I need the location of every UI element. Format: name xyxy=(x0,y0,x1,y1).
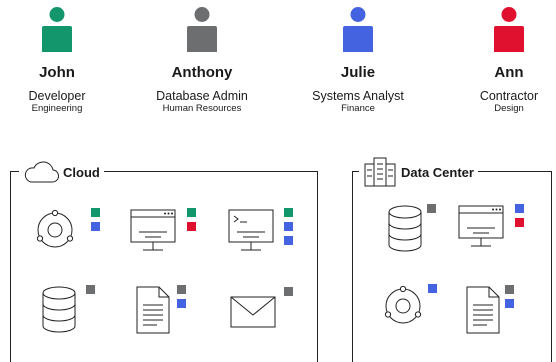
database-icon xyxy=(388,205,422,252)
access-tag xyxy=(177,285,186,294)
data-center-panel: Data Center xyxy=(352,156,552,362)
person-icon xyxy=(494,7,524,52)
dc-resource-monitor[interactable] xyxy=(457,204,537,254)
access-tag xyxy=(284,208,293,217)
document-icon xyxy=(466,286,500,334)
data-center-panel-header: Data Center xyxy=(359,156,478,188)
access-tag xyxy=(187,222,196,231)
cloud-resource-mail[interactable] xyxy=(229,285,309,335)
person-icon xyxy=(42,7,72,52)
person-role: Systems Analyst xyxy=(312,89,404,103)
person-department: Human Resources xyxy=(162,103,242,114)
access-tag xyxy=(91,222,100,231)
network-icon xyxy=(36,209,74,248)
access-tag xyxy=(427,204,436,213)
cloud-resource-document[interactable] xyxy=(135,285,215,335)
access-tag xyxy=(187,208,196,217)
person-role: Contractor xyxy=(479,89,539,103)
person-john: John Developer Engineering xyxy=(0,6,122,115)
person-role: Developer xyxy=(28,89,86,103)
person-name: Anthony xyxy=(171,64,233,81)
network-icon xyxy=(384,285,422,324)
cloud-resource-database[interactable] xyxy=(41,285,111,335)
mail-icon xyxy=(230,296,276,328)
dc-resource-database[interactable] xyxy=(387,204,457,254)
document-icon xyxy=(136,286,170,334)
access-tag xyxy=(284,287,293,296)
cloud-resource-terminal[interactable] xyxy=(227,208,317,256)
cloud-panel: Cloud xyxy=(10,156,318,362)
cloud-resource-monitor[interactable] xyxy=(129,208,209,256)
person-department: Design xyxy=(494,103,524,114)
cloud-resource-network[interactable] xyxy=(35,208,115,256)
access-tag xyxy=(284,236,293,245)
access-tag xyxy=(428,284,437,293)
cloud-title: Cloud xyxy=(63,164,100,180)
person-julie: Julie Systems Analyst Finance xyxy=(293,6,423,115)
person-name: Ann xyxy=(494,64,524,81)
database-icon xyxy=(42,286,76,333)
person-icon xyxy=(187,7,217,52)
person-name: John xyxy=(39,64,75,81)
data-center-title: Data Center xyxy=(401,164,474,180)
access-tag xyxy=(177,299,186,308)
dc-resource-network[interactable] xyxy=(383,284,453,332)
monitor-icon xyxy=(458,205,504,247)
cloud-panel-header: Cloud xyxy=(19,156,104,188)
access-tag xyxy=(515,204,524,213)
monitor-icon xyxy=(130,209,176,251)
person-ann: Ann Contractor Design xyxy=(444,6,556,115)
dc-resource-document[interactable] xyxy=(465,285,535,335)
terminal-icon xyxy=(228,209,274,251)
cloud-icon xyxy=(24,161,59,183)
data-center-icon xyxy=(364,157,396,187)
access-tag xyxy=(86,285,95,294)
person-role: Database Admin xyxy=(156,89,248,103)
access-tag xyxy=(284,222,293,231)
person-anthony: Anthony Database Admin Human Resources xyxy=(137,6,267,115)
person-icon xyxy=(343,7,373,52)
person-name: Julie xyxy=(340,64,376,81)
access-tag xyxy=(505,285,514,294)
access-tag xyxy=(515,218,524,227)
access-tag xyxy=(91,208,100,217)
access-tag xyxy=(505,299,514,308)
person-department: Engineering xyxy=(31,103,83,114)
person-department: Finance xyxy=(341,103,375,114)
